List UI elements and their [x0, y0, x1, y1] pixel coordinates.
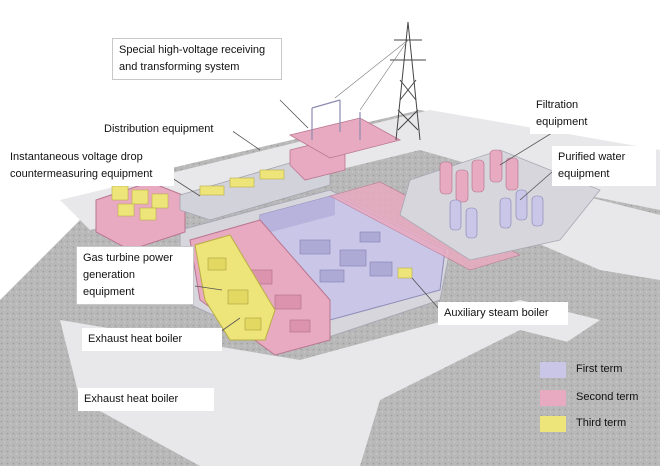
callout-special-high-voltage: Special high-voltage receiving and trans…: [112, 38, 282, 80]
distribution-cabinets: [199, 169, 285, 196]
legend-swatch: [540, 362, 566, 378]
legend-swatch: [540, 416, 566, 432]
transmission-tower: [334, 21, 426, 141]
callout-purified-water-equipment: Purified water equipment: [552, 146, 656, 186]
callout-distribution-equipment: Distribution equipment: [98, 118, 233, 141]
legend-label: First term: [576, 363, 623, 375]
callout-filtration-equipment: Filtration equipment: [530, 94, 602, 134]
hv-gantry: [311, 99, 361, 140]
callout-instantaneous-voltage-drop: Instantaneous voltage drop countermeasur…: [4, 146, 174, 186]
legend-label: Second term: [576, 391, 639, 403]
callout-leaders: [171, 99, 561, 333]
callout-exhaust-heat-boiler-2: Exhaust heat boiler: [78, 388, 214, 411]
auxiliary-steam-boiler-unit: [397, 267, 413, 279]
first-term-hall-wall: [260, 195, 335, 235]
legend-swatch: [540, 390, 566, 406]
callout-auxiliary-steam-boiler: Auxiliary steam boiler: [438, 302, 568, 325]
third-term-machinery: [207, 257, 262, 331]
first-term-machinery: [299, 231, 393, 283]
callout-exhaust-heat-boiler: Exhaust heat boiler: [82, 328, 222, 351]
filtration-tanks: [439, 149, 519, 203]
voltage-drop-units: [111, 185, 169, 221]
legend-label: Third term: [576, 417, 627, 429]
pavement-lower: [60, 300, 600, 466]
hv-receiving-yard: [288, 117, 402, 159]
callout-gas-turbine: Gas turbine power generation equipment: [76, 246, 194, 305]
purified-water-tanks: [449, 189, 544, 239]
